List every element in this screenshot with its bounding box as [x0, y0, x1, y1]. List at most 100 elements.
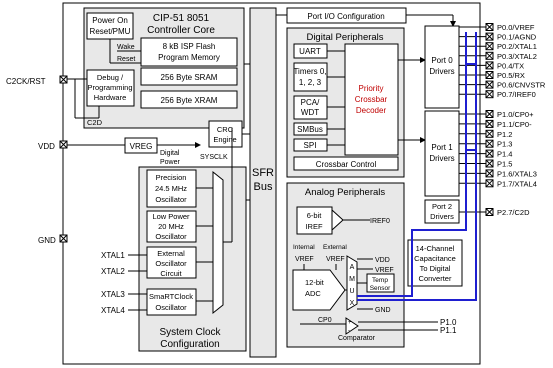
right-pin-port0-1: P0.1/AGND: [459, 32, 537, 42]
cap-label-1: 14-Channel: [416, 244, 455, 253]
flash-label-2: Program Memory: [158, 53, 220, 62]
flash-memory-box: [140, 37, 238, 67]
right-pin-port0-7: P0.7/IREF0: [459, 90, 536, 99]
crc-label-1: CRC: [217, 125, 234, 134]
lowpower-label-1: Low Power: [152, 212, 190, 221]
right-pin-port0-4: P0.4/TX: [459, 61, 524, 70]
extosc-label-3: Circuit: [160, 269, 182, 278]
crc-label-2: Engine: [213, 135, 236, 144]
pin-xtal2: XTAL2: [101, 267, 147, 276]
capacitance-converter-box: [407, 239, 463, 287]
smartclock-label-2: Oscillator: [155, 303, 187, 312]
port2-label-2: Drivers: [430, 212, 454, 221]
core-title: CIP-51 8051: [153, 13, 210, 24]
sfr-bus-label-1: SFR: [252, 167, 274, 179]
amux-gnd-label: GND: [375, 307, 391, 314]
amux-vdd-label: VDD: [375, 257, 390, 264]
port0-label-1: Port 0: [431, 56, 453, 65]
right-pin-port1-7: P1.7/XTAL4: [459, 179, 537, 188]
spi-label: SPI: [304, 141, 317, 150]
right-pin-port0-0: P0.0/VREF: [459, 23, 535, 32]
right-pin-label: P1.5: [497, 160, 512, 169]
pin-vdd: VDD: [38, 140, 125, 151]
port1-label-1: Port 1: [431, 143, 453, 152]
debug-box: [86, 69, 135, 107]
analog-peripherals-title: Analog Peripherals: [305, 187, 386, 198]
c2d-label: C2D: [87, 118, 103, 127]
right-pin-label: P1.0/CP0+: [497, 110, 534, 119]
amux-vref-label: VREF: [375, 267, 394, 274]
comparator-symbol: [345, 317, 359, 335]
pin-gnd-label: GND: [38, 236, 56, 245]
debug-label-3: Hardware: [94, 93, 127, 102]
right-pin-label: P1.7/XTAL4: [497, 179, 537, 188]
clock-mux: [212, 170, 224, 315]
timers-label-2: 1, 2, 3: [299, 78, 322, 87]
digital-peripherals-title: Digital Peripherals: [306, 32, 383, 43]
crossbar-label-3: Decoder: [356, 106, 387, 115]
reset-label: Reset: [117, 56, 135, 63]
comp-minus: -: [348, 328, 350, 334]
smartclock-label-1: SmaRTClock: [149, 292, 193, 301]
port-io-config-label: Port I/O Configuration: [307, 12, 384, 21]
vref-external-label: VREF: [326, 256, 345, 263]
adc-label-2: ADC: [305, 289, 321, 298]
cp0-label: CP0: [318, 317, 332, 324]
crossbar-label-2: Crossbar: [355, 95, 388, 104]
flash-label-1: 8 kB ISP Flash: [163, 42, 216, 51]
analog-bus: [357, 32, 477, 301]
external-label: External: [323, 244, 347, 251]
pin-gnd: GND: [38, 234, 68, 245]
adc-label-1: 12-bit: [305, 278, 325, 287]
right-pin-port1-6: P1.6/XTAL3: [459, 169, 537, 178]
cap-label-3: To Digital: [420, 264, 451, 273]
port0-drivers-box: [424, 25, 460, 109]
right-pin-label: P0.0/VREF: [497, 23, 535, 32]
crossbar-label-1: Priority: [359, 84, 384, 93]
crossbar-control-box: [293, 156, 399, 171]
pin-c2ck-label: C2CK/RST: [6, 77, 46, 86]
right-pin-port1-0: P1.0/CP0+: [459, 110, 534, 119]
pin-xtal1: XTAL1: [101, 251, 147, 260]
xram-label: 256 Byte XRAM: [161, 96, 218, 105]
right-pin-label: P0.5/RX: [497, 71, 525, 80]
cap-label-4: Converter: [419, 274, 452, 283]
right-pin-port0-3: P0.3/XTAL2: [459, 51, 537, 61]
right-pin-label: P1.3: [497, 140, 512, 149]
iref-label-2: IREF: [305, 222, 323, 231]
cap-label-2: Capacitance: [414, 254, 456, 263]
port0-label-2: Drivers: [429, 67, 454, 76]
pca-label-1: PCA/: [301, 98, 320, 107]
comparator-label: Comparator: [338, 335, 376, 342]
precision-label-2: 24.5 MHz: [155, 184, 187, 193]
external-osc-box: [146, 246, 197, 279]
uart-label: UART: [299, 47, 321, 56]
pin-xtal3-label: XTAL3: [101, 290, 125, 299]
pin-xtal4: XTAL4: [101, 306, 147, 315]
right-pin-port2-0: P2.7/C2D: [459, 208, 530, 217]
iref-buffer: [331, 208, 344, 232]
precision-osc-box: [146, 169, 197, 208]
timers-label-1: Timers 0,: [293, 67, 326, 76]
port2-label-1: Port 2: [432, 202, 452, 211]
right-pin-label: P0.2/XTAL1: [497, 42, 537, 51]
amux-m: M: [349, 276, 355, 283]
right-pin-label: P0.3/XTAL2: [497, 52, 537, 61]
timers-box: [293, 62, 328, 92]
temp-label-1: Temp: [372, 277, 388, 284]
smartclock-osc-box: [146, 288, 197, 316]
pin-xtal2-label: XTAL2: [101, 267, 125, 276]
pca-label-2: WDT: [301, 108, 319, 117]
right-pin-label: P0.1/AGND: [497, 33, 537, 42]
crossbar-decoder-box: [344, 43, 399, 156]
power-on-label: Power On: [92, 16, 128, 25]
debug-label-2: Programming: [87, 83, 132, 92]
iref-label-1: 6-bit: [307, 211, 323, 220]
right-pin-label: P1.6/XTAL3: [497, 169, 537, 178]
right-pin-port0-5: P0.5/RX: [459, 71, 525, 80]
amux-u: U: [349, 288, 354, 295]
right-pin-label: P1.1/CP0-: [497, 120, 532, 129]
precision-label-3: Oscillator: [155, 195, 187, 204]
right-pin-label: P1.4: [497, 150, 512, 159]
